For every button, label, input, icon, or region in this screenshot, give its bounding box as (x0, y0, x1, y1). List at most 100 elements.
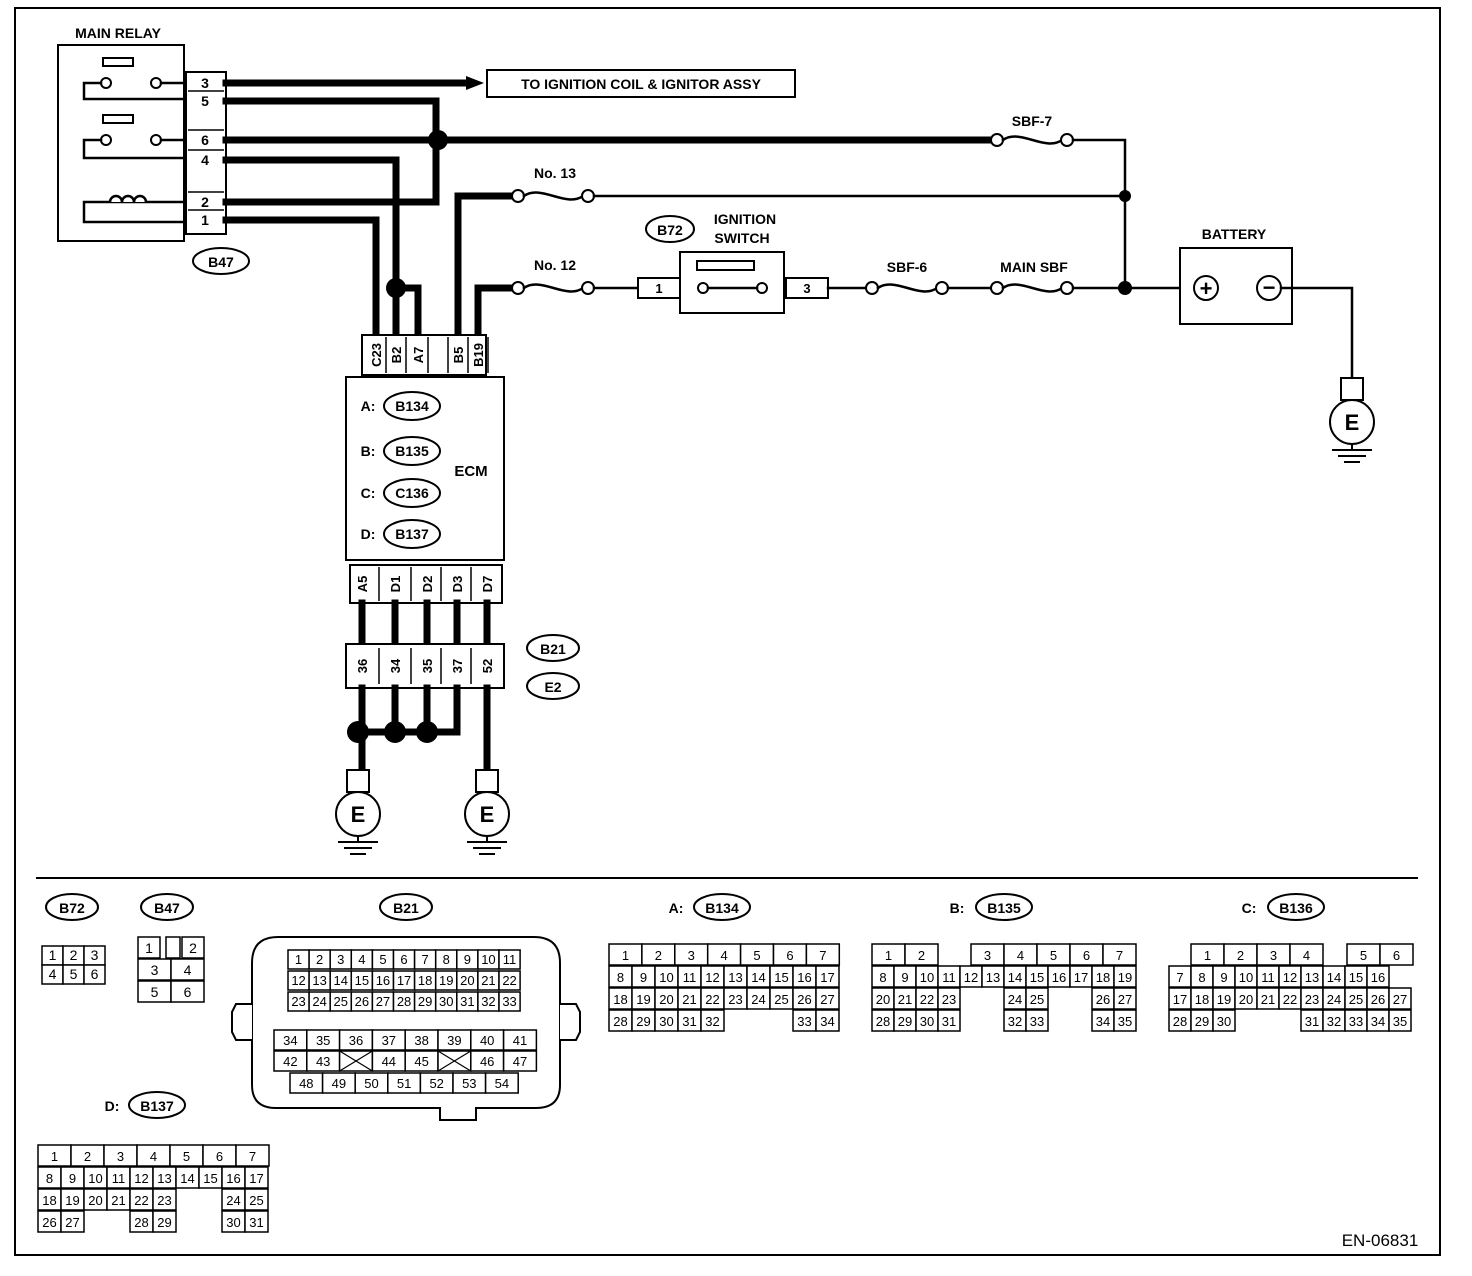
relay-terminal-2: 2 (201, 194, 209, 210)
ignition-switch-label-2: SWITCH (714, 230, 769, 246)
joint-pin-52: 52 (480, 659, 495, 673)
pin-b134-9: 9 (640, 970, 647, 985)
pin-b137-5: 5 (183, 1149, 190, 1164)
pin-b135-10: 10 (920, 970, 934, 985)
pin-b135-6: 6 (1083, 948, 1090, 963)
pin-b137-15: 15 (203, 1171, 217, 1186)
pin-b134-20: 20 (659, 992, 673, 1007)
pin-b137-19: 19 (65, 1193, 79, 1208)
pin-b135-5: 5 (1050, 948, 1057, 963)
fuse-sbf7-label: SBF-7 (1012, 113, 1053, 129)
fuse-no13-label: No. 13 (534, 165, 576, 181)
relay-terminal-1: 1 (201, 212, 209, 228)
ignition-switch-label-1: IGNITION (714, 211, 776, 227)
pin-b136-35: 35 (1393, 1014, 1407, 1029)
pin-b21-44: 44 (382, 1054, 396, 1069)
pin-b21-49: 49 (332, 1076, 346, 1091)
pin-b134-34: 34 (820, 1014, 834, 1029)
relay-terminal-5: 5 (201, 93, 209, 109)
pin-b135-28: 28 (876, 1014, 890, 1029)
pin-b136-24: 24 (1327, 992, 1341, 1007)
pin-b21-51: 51 (397, 1076, 411, 1091)
pin-b21-38: 38 (414, 1033, 428, 1048)
pin-cell (1289, 943, 1324, 966)
pin-b136-3: 3 (1270, 948, 1277, 963)
pin-b134-22: 22 (705, 992, 719, 1007)
ground-label: E (351, 802, 366, 827)
fuse-main-sbf-label: MAIN SBF (1000, 259, 1068, 275)
pin-b135-32: 32 (1008, 1014, 1022, 1029)
splice-point (1119, 190, 1131, 202)
pin-b21-37: 37 (382, 1033, 396, 1048)
wire-pin5 (222, 97, 440, 144)
pin-b135-8: 8 (879, 970, 886, 985)
pin-b21-14: 14 (334, 973, 348, 988)
arrow-head (466, 76, 484, 90)
pin-b21-7: 7 (422, 952, 429, 967)
pin-b21-25: 25 (334, 994, 348, 1009)
pin-b135-23: 23 (942, 992, 956, 1007)
wire-battery-ground (1279, 286, 1354, 380)
pin-b135-1: 1 (885, 948, 892, 963)
relay-terminal-6: 6 (201, 132, 209, 148)
pin-b21-9: 9 (464, 952, 471, 967)
battery-positive-terminal (1193, 275, 1219, 301)
pin-cell (805, 943, 841, 966)
fuse-no12-label: No. 12 (534, 257, 576, 273)
pin-cell (904, 943, 939, 966)
pin-b21-40: 40 (480, 1033, 494, 1048)
pin-cell (244, 1210, 269, 1233)
fuse-no12 (511, 281, 595, 295)
pin-b72-4: 4 (49, 966, 57, 982)
pin-b21-20: 20 (460, 973, 474, 988)
pin-b134-19: 19 (636, 992, 650, 1007)
pin-b21-52: 52 (429, 1076, 443, 1091)
pin-b137-28: 28 (134, 1215, 148, 1230)
view-a-letter: A: (669, 900, 684, 916)
pin-cell (170, 958, 205, 981)
pin-b134-33: 33 (797, 1014, 811, 1029)
pin-b137-17: 17 (249, 1171, 263, 1186)
pin-cell (1388, 987, 1412, 1010)
ignition-switch: B72 IGNITION SWITCH 1 3 (637, 211, 829, 314)
pin-b134-26: 26 (797, 992, 811, 1007)
wire-pin2 (222, 136, 440, 206)
ignition-terminal-1-label: 1 (655, 281, 662, 296)
pin-b21-31: 31 (460, 994, 474, 1009)
view-b21-label: B21 (393, 900, 419, 916)
pin-b135-35: 35 (1118, 1014, 1132, 1029)
b47-connector-tag (192, 247, 250, 275)
pin-b134-21: 21 (682, 992, 696, 1007)
pin-b135-25: 25 (1030, 992, 1044, 1007)
pin-b135-27: 27 (1118, 992, 1132, 1007)
pin-b134-2: 2 (655, 948, 662, 963)
view-b137-label: B137 (140, 1098, 174, 1114)
pin-b136-15: 15 (1349, 970, 1363, 985)
pin-b136-4: 4 (1303, 948, 1310, 963)
pin-b21-6: 6 (400, 952, 407, 967)
pin-b136-33: 33 (1349, 1014, 1363, 1029)
pin-b134-17: 17 (820, 970, 834, 985)
outer-frame (14, 7, 1441, 1256)
pin-b135-18: 18 (1096, 970, 1110, 985)
pin-b137-16: 16 (226, 1171, 240, 1186)
pin-b136-1: 1 (1204, 948, 1211, 963)
pin-cell (152, 1188, 177, 1211)
view-b47-label: B47 (154, 900, 180, 916)
pin-b21-13: 13 (312, 973, 326, 988)
pin-b136-14: 14 (1327, 970, 1341, 985)
relay-wire (82, 138, 186, 160)
pin-b137-30: 30 (226, 1215, 240, 1230)
relay-contact (100, 77, 112, 89)
pin-cell (244, 1166, 269, 1189)
pin-b135-11: 11 (942, 970, 956, 985)
pin-b21-8: 8 (443, 952, 450, 967)
wire-a7 (392, 284, 422, 339)
pin-cell (1379, 943, 1414, 966)
pin-b135-7: 7 (1116, 948, 1123, 963)
